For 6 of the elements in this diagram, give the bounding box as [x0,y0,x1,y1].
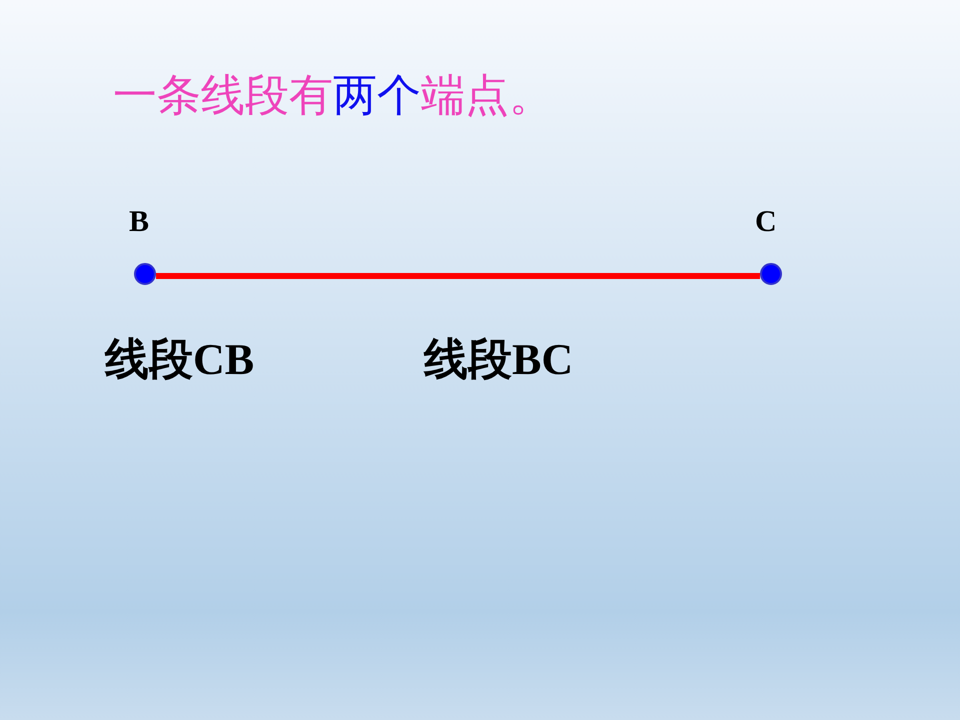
line-segment [156,273,760,279]
segment-name: 线段BC [424,334,574,386]
point-label: C [755,207,777,237]
title: 一条线段有两个端点。 [113,74,553,118]
point-label: B [129,207,150,237]
segment-name: 线段CB [105,334,254,386]
